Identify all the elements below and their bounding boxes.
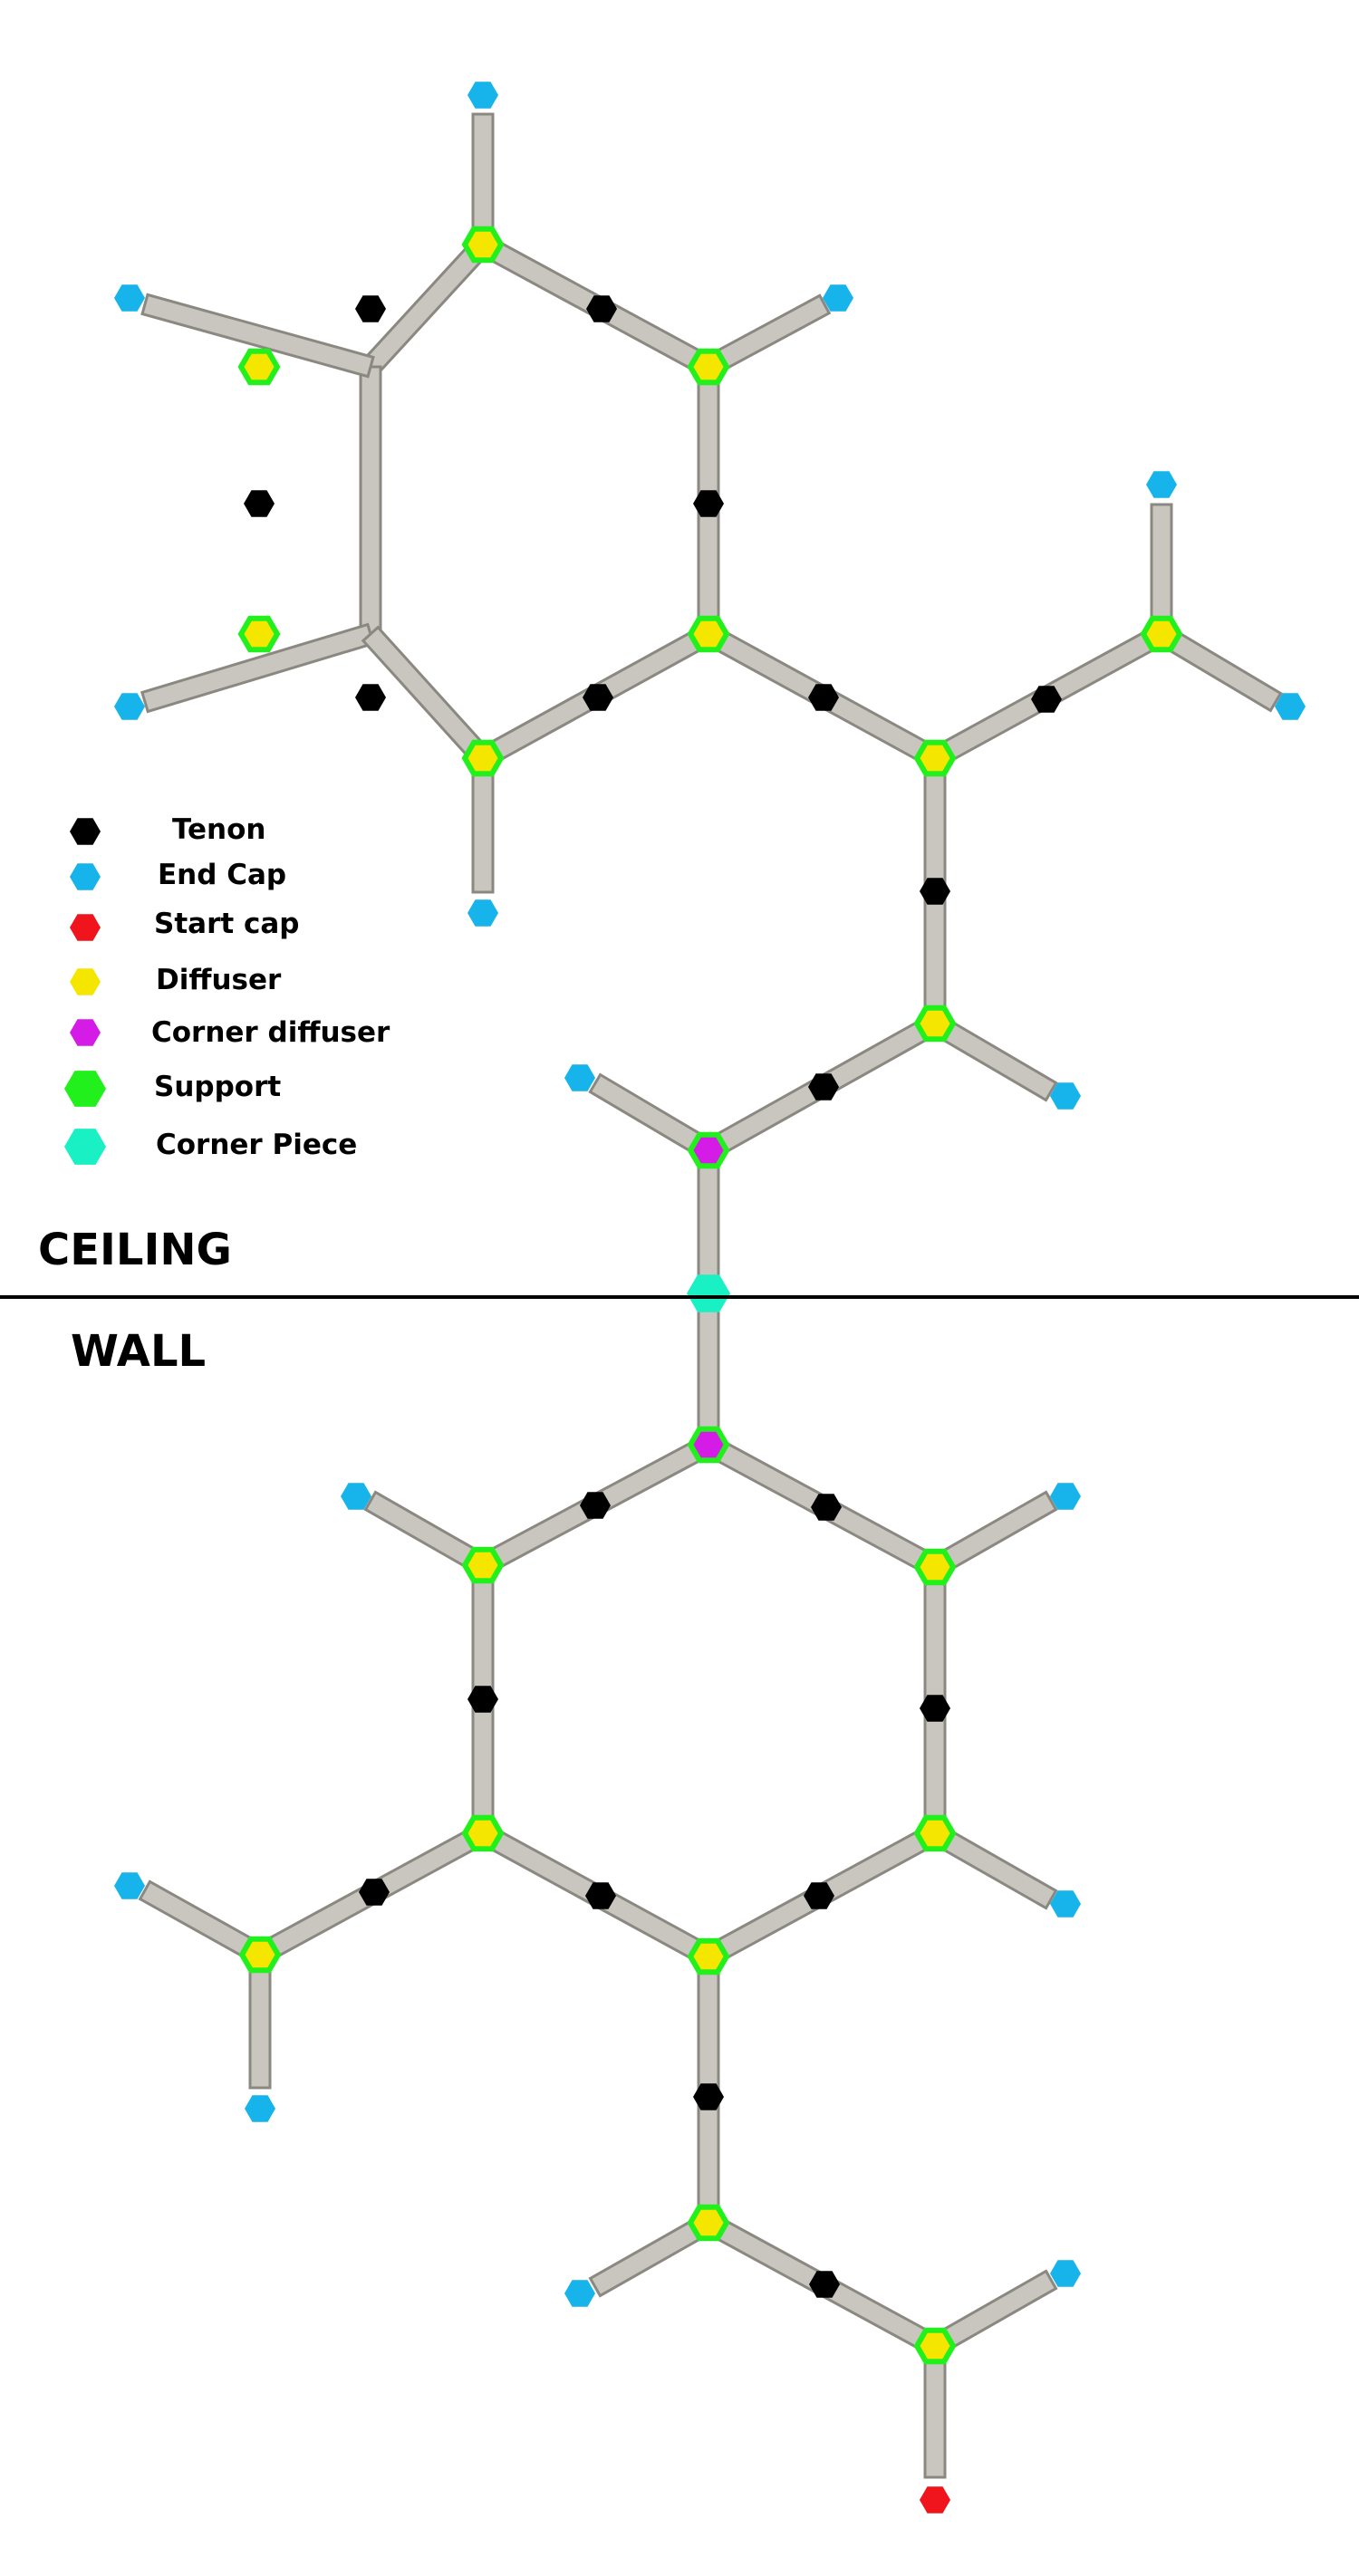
end-cap-node — [1146, 471, 1177, 498]
ceiling-label: CEILING — [38, 1225, 232, 1275]
end-cap-node — [1275, 693, 1306, 720]
tenon-node — [693, 490, 724, 517]
diffuser-support-node — [461, 226, 505, 264]
wall-label: WALL — [71, 1326, 206, 1377]
legend-label-corner-diffuser: Corner diffuser — [151, 1016, 390, 1049]
tenon-node — [585, 1882, 616, 1909]
pipe-segment — [471, 112, 495, 246]
legend-item-support: Support — [64, 1071, 281, 1107]
end-cap-node — [1050, 2260, 1081, 2287]
pipe-segment — [923, 2344, 947, 2479]
pipe-segment — [471, 756, 495, 894]
tenon-node — [359, 1879, 390, 1906]
diffuser-support-node — [1140, 615, 1183, 653]
diffuser-support-node — [687, 1937, 730, 1975]
blue-hexagon-icon — [70, 863, 101, 890]
diffuser-support-node — [461, 1546, 505, 1584]
legend-label-support: Support — [154, 1071, 281, 1103]
diffuser-support-node — [913, 1004, 957, 1043]
tenon-node — [586, 295, 617, 322]
tenon-node — [355, 684, 386, 711]
legend-label-tenon: Tenon — [172, 813, 266, 846]
end-cap-node — [1050, 1082, 1081, 1110]
tenon-node — [920, 1695, 950, 1722]
end-cap-node — [1050, 1890, 1081, 1918]
legend-item-diffuser: Diffuser — [70, 964, 282, 996]
connector-nodes — [114, 82, 1306, 2514]
diffuser-support-node — [687, 2204, 730, 2242]
legend-item-tenon: Tenon — [70, 813, 266, 846]
pipe-segment — [140, 293, 375, 379]
end-cap-node — [564, 2280, 595, 2307]
end-cap-node — [467, 899, 498, 927]
pipe-segment — [1150, 503, 1173, 636]
legend-item-end-cap: End Cap — [70, 859, 286, 891]
corner-piece-node — [687, 1274, 730, 1312]
diffuser-support-node — [913, 1548, 957, 1586]
diffuser-support-node — [237, 615, 281, 653]
legend-label-end-cap: End Cap — [158, 859, 286, 891]
diffuser-support-node — [238, 1936, 282, 1974]
end-cap-node — [114, 284, 145, 312]
end-cap-node — [114, 1872, 145, 1899]
diffuser-support-node — [461, 1814, 505, 1852]
tenon-node — [809, 2271, 840, 2298]
legend-label-start-cap: Start cap — [154, 908, 299, 940]
tenon-node — [583, 684, 613, 711]
tenon-node — [355, 295, 386, 322]
diffuser-support-node — [687, 348, 730, 386]
black-hexagon-icon — [70, 818, 101, 845]
start-cap-node — [920, 2486, 950, 2514]
pipe-segment — [248, 1953, 272, 2090]
legend-label-diffuser: Diffuser — [156, 964, 282, 996]
green-hexagon-icon — [64, 1071, 106, 1107]
legend-item-start-cap: Start cap — [70, 908, 299, 941]
diffuser-support-node — [237, 348, 281, 386]
tenon-node — [693, 2083, 724, 2110]
legend-label-corner-piece: Corner Piece — [156, 1129, 357, 1161]
teal-hexagon-icon — [64, 1129, 106, 1165]
tenon-node — [808, 1073, 839, 1101]
legend: Tenon End Cap Start cap Diffuser Corner … — [64, 813, 390, 1165]
end-cap-node — [245, 2095, 275, 2122]
end-cap-node — [114, 693, 145, 720]
corner-diffuser-support-node — [687, 1131, 730, 1169]
tenon-node — [811, 1494, 842, 1521]
diffuser-support-node — [913, 1814, 957, 1852]
legend-item-corner-piece: Corner Piece — [64, 1129, 357, 1165]
end-cap-node — [564, 1064, 595, 1091]
diffuser-support-node — [687, 615, 730, 653]
corner-diffuser-support-node — [687, 1426, 730, 1464]
legend-item-corner-diffuser: Corner diffuser — [70, 1016, 390, 1049]
end-cap-node — [1050, 1483, 1081, 1510]
diffuser-support-node — [461, 739, 505, 777]
tenon-node — [580, 1492, 611, 1519]
diffuser-support-node — [913, 739, 957, 777]
tenon-node — [244, 490, 275, 517]
diffuser-support-node — [913, 2327, 957, 2365]
end-cap-node — [823, 284, 853, 312]
tenon-node — [1031, 686, 1062, 713]
end-cap-node — [467, 82, 498, 109]
yellow-hexagon-icon — [70, 968, 101, 995]
tenon-node — [804, 1882, 834, 1909]
red-hexagon-icon — [70, 914, 101, 941]
purple-hexagon-icon — [70, 1019, 101, 1046]
tenon-node — [808, 684, 839, 711]
end-cap-node — [341, 1483, 371, 1510]
tenon-node — [920, 878, 950, 905]
pipe-segment — [359, 365, 382, 636]
pipe-segment — [697, 1292, 720, 1447]
tenon-node — [467, 1686, 498, 1713]
pipe-segment — [697, 1149, 720, 1295]
